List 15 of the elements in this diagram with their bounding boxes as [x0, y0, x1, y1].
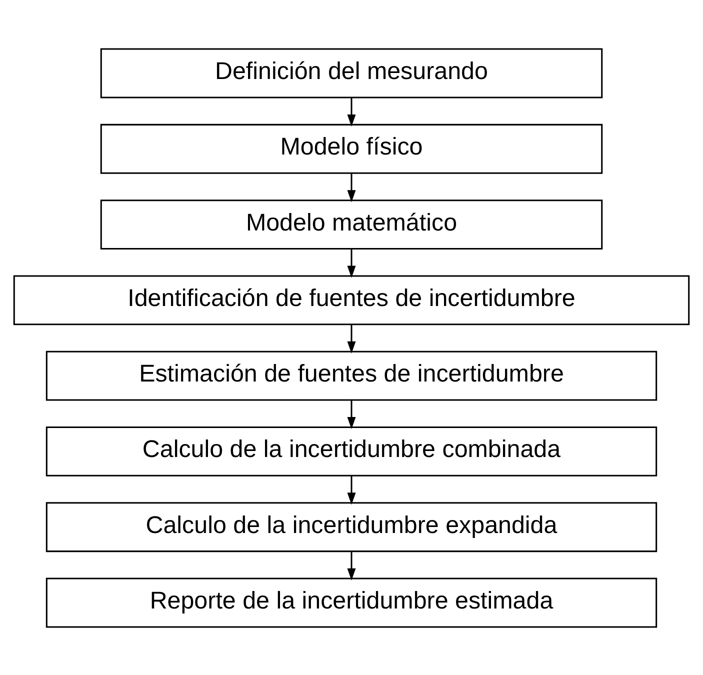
- arrow: [347, 97, 356, 126]
- arrow: [347, 551, 356, 580]
- arrow: [347, 172, 356, 202]
- arrow: [347, 475, 356, 504]
- node-box: Definición del mesurando: [100, 48, 603, 98]
- node-box: Calculo de la incertidumbre expandida: [46, 502, 658, 552]
- node-box: Reporte de la incertidumbre estimada: [46, 577, 658, 628]
- node-box: Modelo físico: [100, 123, 603, 174]
- arrow: [347, 248, 356, 278]
- node-box: Identificación de fuentes de incertidumbre: [13, 274, 690, 325]
- node-box: Calculo de la incertidumbre combinada: [46, 426, 658, 476]
- node-box: Estimación de fuentes de incertidumbre: [46, 350, 658, 400]
- arrow: [347, 400, 356, 429]
- arrow: [347, 324, 356, 354]
- node-box: Modelo matemático: [100, 199, 603, 249]
